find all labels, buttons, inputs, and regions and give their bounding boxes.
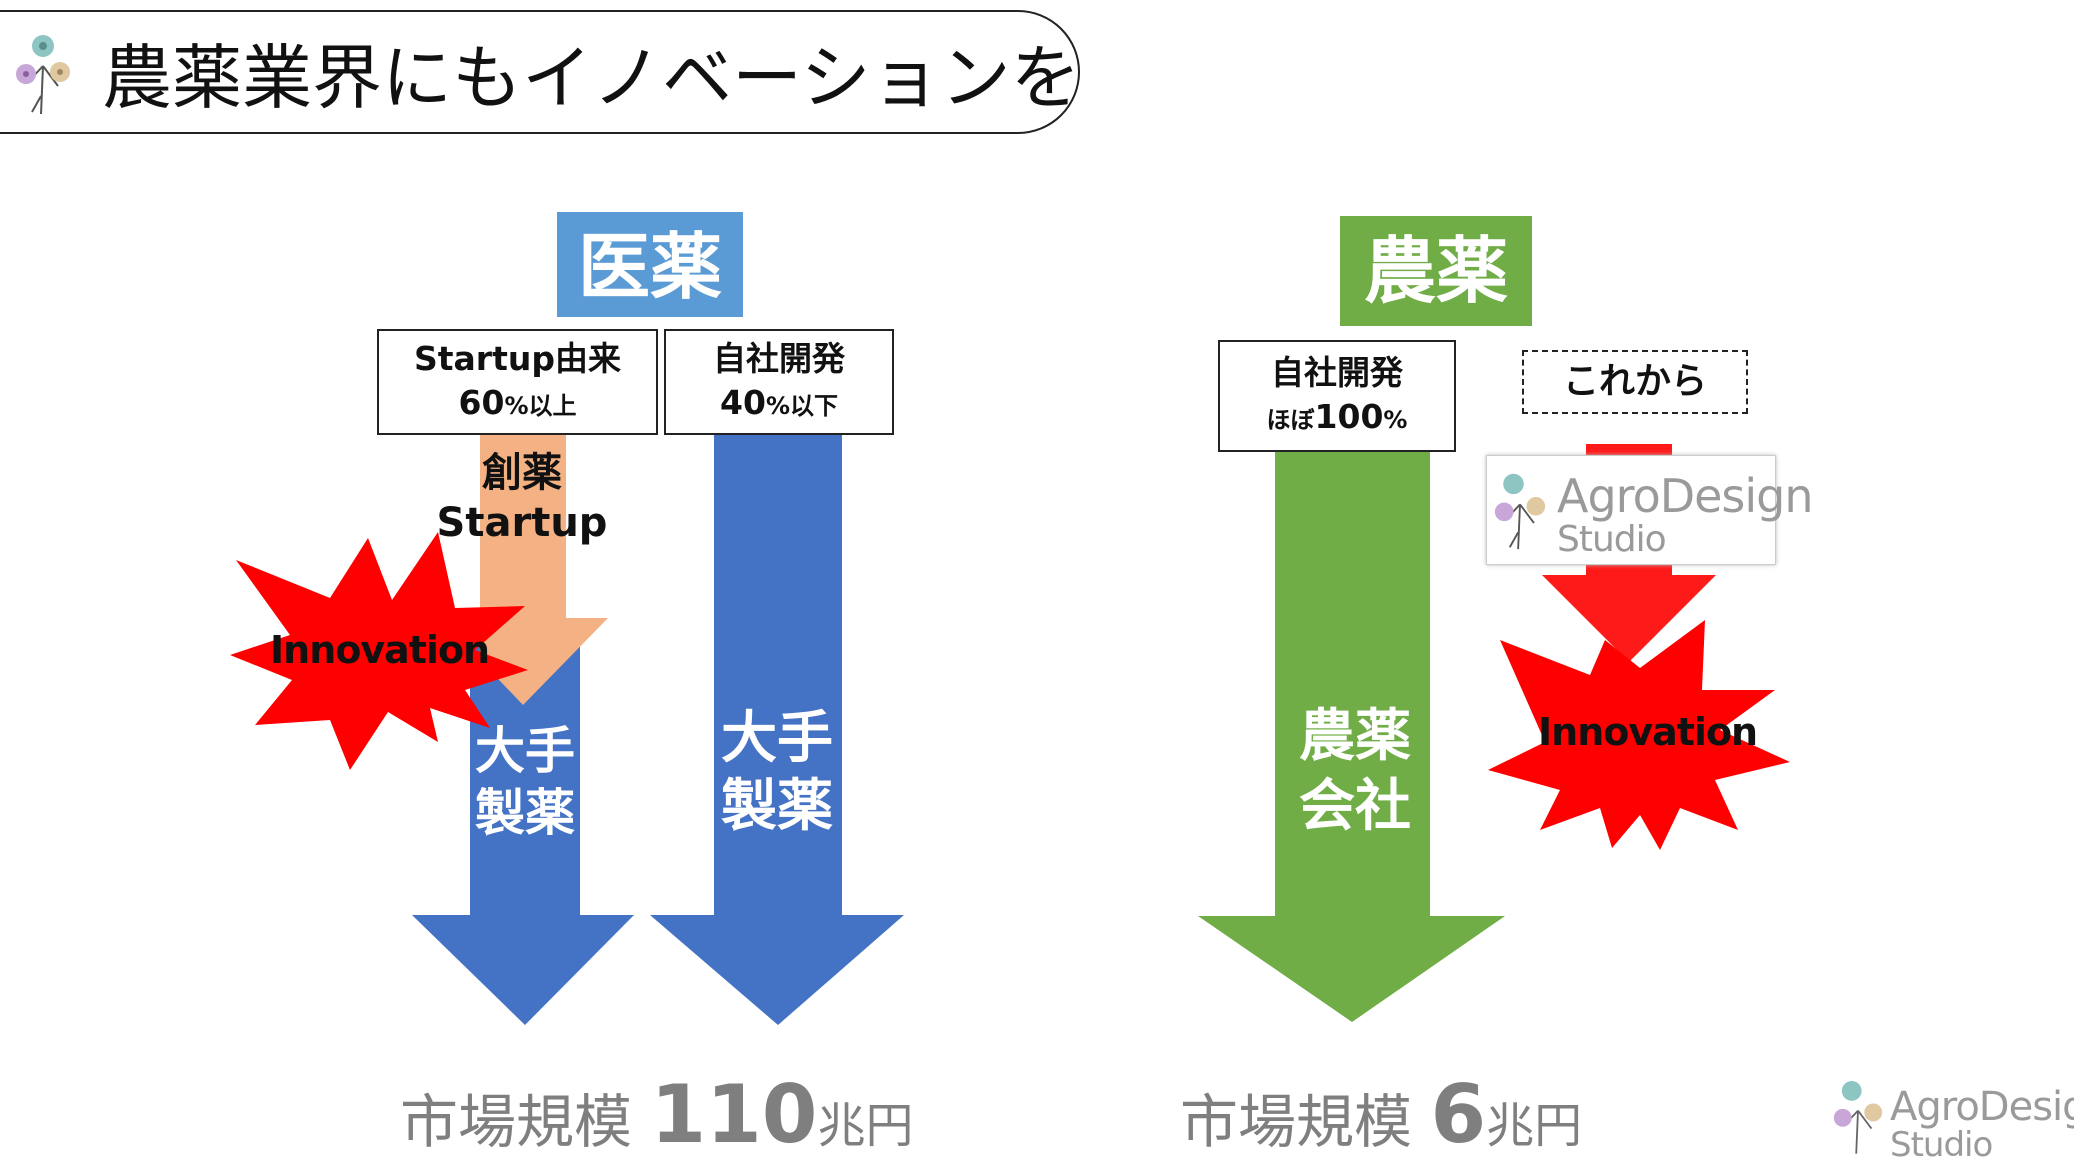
agro-arrow-label-line2: 会社 [1299, 774, 1411, 839]
agro-arrow-label-line1: 農薬 [1299, 704, 1411, 769]
pharma-inhouse-suffix: %以下 [765, 391, 838, 420]
pharma-arrow-1-label: 大手 製薬 [465, 720, 585, 844]
future-box-label: これから [1562, 361, 1707, 402]
agro-market-size: 市場規模 6兆円 [1180, 1068, 1582, 1161]
agro-inhouse-label: 自社開発 [1271, 352, 1403, 392]
title-banner [0, 10, 1080, 134]
agro-arrow [1198, 452, 1505, 1022]
logo-card-line1: AgroDesign [1557, 469, 1814, 523]
agrodesign-logo-card: AgroDesign Studio [1486, 455, 1814, 565]
innovation-label-left: Innovation [270, 628, 490, 672]
pharma-header: 医薬 [557, 212, 743, 317]
pharma-market-size: 市場規模 110兆円 [400, 1068, 913, 1161]
agro-market-value: 6 [1430, 1068, 1487, 1161]
startup-origin-box: Startup由来 60%以上 [377, 329, 658, 435]
pharma-arrow-1-label-line2: 製薬 [475, 784, 575, 842]
agro-inhouse-value: 100 [1314, 396, 1384, 436]
startup-arrow-label: 創薬 Startup [432, 448, 612, 548]
agro-inhouse-prefix: ほぼ [1266, 405, 1315, 434]
innovation-burst-left [230, 532, 528, 770]
agro-inhouse-box: 自社開発 ほぼ100% [1218, 340, 1456, 452]
footer-logo-line1: AgroDesign [1890, 1084, 2074, 1130]
pharma-arrow-2-label-line2: 製薬 [721, 774, 833, 839]
agro-header: 農薬 [1340, 216, 1532, 326]
pharma-arrow-2-label: 大手 製薬 [712, 705, 842, 841]
startup-share-suffix: %以上 [504, 391, 577, 420]
flower-bouquet-icon [16, 35, 70, 115]
pharma-arrow-1-label-line1: 大手 [475, 722, 575, 780]
footer-logo: AgroDesign Studio [1890, 1084, 2074, 1165]
startup-share-value: 60 [458, 382, 505, 422]
pharma-market-unit: 兆円 [817, 1098, 914, 1154]
agro-inhouse-suffix: % [1383, 405, 1408, 434]
pharma-arrow-1 [412, 640, 634, 1025]
agro-market-unit: 兆円 [1486, 1098, 1583, 1154]
agro-market-prefix: 市場規模 [1180, 1088, 1431, 1156]
pharma-arrow-2 [650, 435, 904, 1025]
pharma-market-prefix: 市場規模 [400, 1088, 651, 1156]
logo-card-name: AgroDesign Studio [1557, 469, 1814, 562]
footer-flower-bouquet-icon [1833, 1081, 1883, 1154]
future-box: これから [1522, 350, 1748, 414]
page-title: 農薬業界にもイノベーションを [102, 37, 1081, 119]
logo-card-line2: Studio [1557, 519, 1667, 560]
startup-arrow-label-line2: Startup [436, 500, 608, 546]
startup-arrow-label-line1: 創薬 [482, 450, 562, 496]
flower-bouquet-icon [1494, 473, 1546, 550]
startup-origin-label: Startup由来 [414, 338, 621, 378]
agro-arrow-label: 農薬 会社 [1280, 702, 1430, 842]
innovation-burst-right [1488, 620, 1790, 850]
pharma-inhouse-box: 自社開発 40%以下 [664, 329, 894, 435]
pharma-market-value: 110 [650, 1068, 818, 1161]
startup-arrow [480, 435, 608, 705]
footer-logo-line2: Studio [1890, 1125, 1993, 1165]
pharma-inhouse-label: 自社開発 [713, 338, 845, 378]
pharma-arrow-2-label-line1: 大手 [721, 706, 833, 771]
innovation-label-right: Innovation [1538, 710, 1758, 754]
pharma-inhouse-value: 40 [720, 382, 766, 422]
